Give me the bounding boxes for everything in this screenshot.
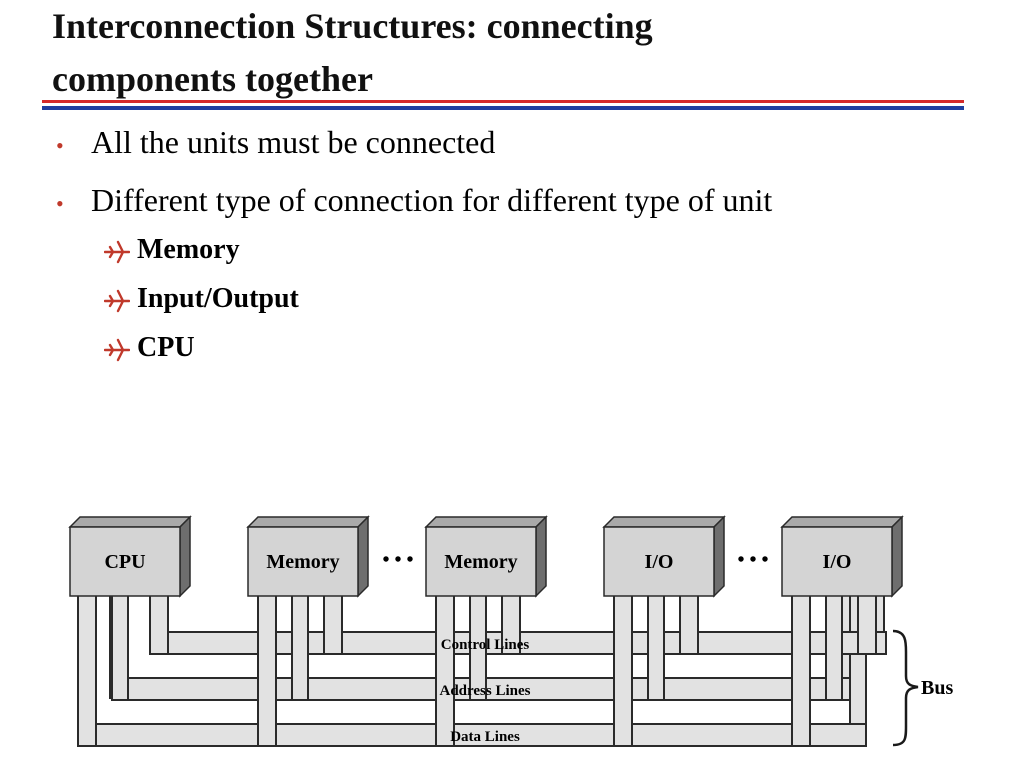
ellipsis: • • •	[737, 549, 768, 571]
module-memory: Memory	[246, 515, 370, 598]
sub-bullet-text: Input/Output	[137, 283, 299, 314]
bullet-dot-icon: •	[56, 133, 64, 158]
module-cpu: CPU	[68, 515, 192, 598]
ellipsis: • • •	[382, 549, 413, 571]
bullet-dot-icon: •	[56, 191, 64, 216]
title-rule-blue	[42, 106, 964, 110]
airplane-icon	[104, 240, 130, 264]
bus-brace-icon	[892, 629, 919, 747]
airplane-icon	[104, 289, 130, 313]
slide-title-line-1: Interconnection Structures: connecting	[52, 6, 653, 46]
module-label: I/O	[645, 551, 674, 573]
sub-bullet-text: CPU	[137, 332, 195, 363]
airplane-icon	[104, 338, 130, 362]
module-memory: Memory	[424, 515, 548, 598]
module-label: CPU	[104, 551, 145, 573]
title-rule-red	[42, 100, 964, 103]
module-connectors	[77, 593, 877, 747]
module-io: I/O	[780, 515, 904, 598]
slide-title: Interconnection Structures: connecting c…	[52, 0, 982, 106]
bullet-text: Different type of connection for differe…	[91, 182, 773, 218]
control-lines-label: Control Lines	[441, 637, 530, 653]
data-lines-label: Data Lines	[450, 729, 520, 745]
bullet-text: All the units must be connected	[91, 124, 496, 160]
address-lines-label: Address Lines	[440, 683, 531, 699]
bus-label: Bus	[921, 677, 953, 699]
slide-title-line-2: components together	[52, 59, 373, 99]
module-label: Memory	[266, 551, 339, 573]
module-io: I/O	[602, 515, 726, 598]
module-label: Memory	[444, 551, 517, 573]
module-label: I/O	[823, 551, 852, 573]
sub-bullet-text: Memory	[137, 234, 240, 265]
